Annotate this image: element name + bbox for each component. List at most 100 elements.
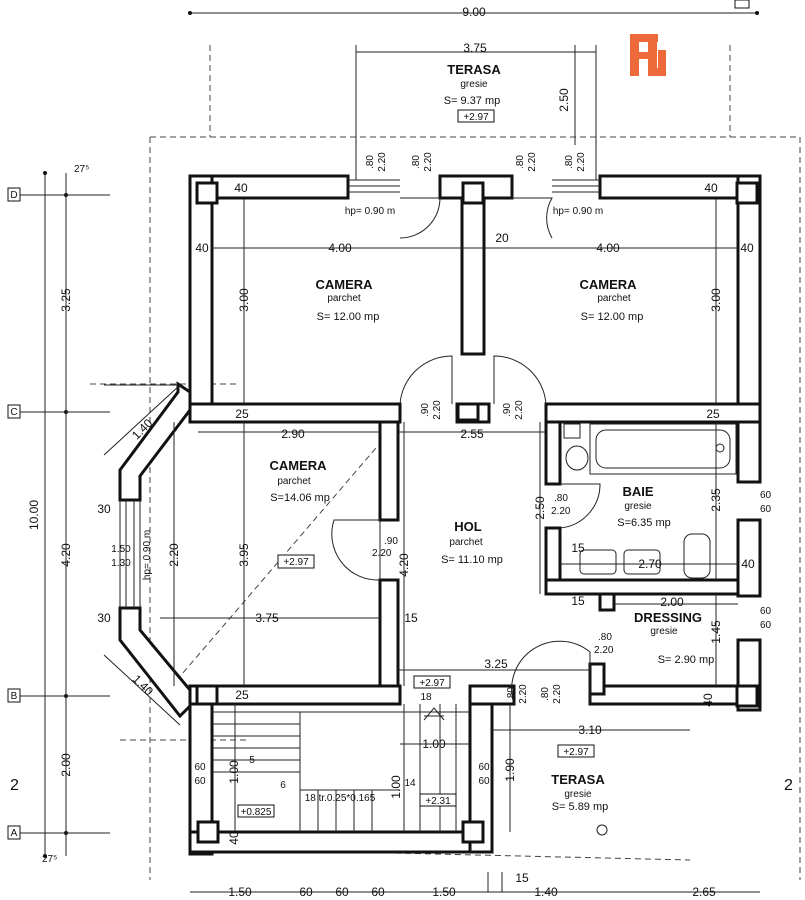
- sill-right: hp= 0.90 m: [553, 206, 603, 217]
- baie-floor: gresie: [624, 501, 652, 512]
- camera-left-width: 4.00: [328, 241, 352, 255]
- terrace-depth-dim: 2.50: [557, 88, 571, 112]
- baie-depth-dim: 2.35: [709, 488, 723, 512]
- door-labels: .90 2.20 .90 2.20 .90 2.20 .80 2.20 .80 …: [372, 400, 614, 704]
- door-80-terasa: .80: [506, 687, 517, 701]
- wall-20: 20: [495, 231, 509, 245]
- stair-level-0825: +0.825: [241, 807, 272, 818]
- hol-lower-dim: 3.25: [484, 657, 508, 671]
- bay-depth-dim: 3.95: [237, 543, 251, 567]
- terrace-width-dim: 3.75: [463, 41, 487, 55]
- door-220-bay: 2.20: [372, 548, 392, 559]
- terrace-top-area: S= 9.37 mp: [444, 95, 501, 107]
- win-80-c: .80: [515, 155, 526, 169]
- total-width-label: 9.00: [462, 5, 486, 19]
- bay-30-bottom: 30: [97, 611, 111, 625]
- wall-40-e: 40: [741, 557, 755, 571]
- door-220-baie: 2.20: [551, 506, 571, 517]
- room-labels: CAMERA parchet S= 12.00 mp CAMERA parche…: [269, 277, 715, 836]
- wall-40-a: 40: [234, 181, 248, 195]
- win-80-a: .80: [365, 155, 376, 169]
- bottom-dim-1: 60: [299, 885, 313, 899]
- win-220-a: 2.20: [377, 152, 388, 172]
- baie-name: BAIE: [622, 484, 653, 499]
- win-220-b: 2.20: [423, 152, 434, 172]
- right-60-d: 60: [760, 620, 772, 631]
- stair-tread-14: 14: [404, 778, 416, 789]
- axis-a-label: A: [11, 828, 18, 839]
- left-axis: 10.00 3.25 4.20 2.00 27⁵ 27⁵ D C B A 2 2: [7, 164, 793, 865]
- terasa-b-depth-dim: 1.90: [503, 758, 517, 782]
- door-220-terasa-b: 2.20: [552, 684, 563, 704]
- win-80-d: .80: [564, 155, 575, 169]
- walls: [188, 174, 762, 856]
- brand-logo: [630, 34, 666, 76]
- camera-right-area: S= 12.00 mp: [581, 311, 644, 323]
- door-90-bay: .90: [384, 536, 398, 547]
- top-terrace: 3.75 2.50 TERASA gresie S= 9.37 mp +2.97: [355, 41, 597, 180]
- section-mark-left: 2: [10, 777, 19, 794]
- wall-15-hol: 15: [404, 611, 418, 625]
- axis-d-label: D: [10, 190, 17, 201]
- terrace-top-floor: gresie: [460, 79, 488, 90]
- top-windows: hp= 0.90 m hp= 0.90 m .80 2.20 .80 2.20 …: [345, 152, 603, 217]
- terasa-bottom-floor: gresie: [564, 789, 592, 800]
- bottom-dim-7: 2.65: [692, 885, 716, 899]
- camera-right-width: 4.00: [596, 241, 620, 255]
- dressing-depth-dim: 1.45: [709, 620, 723, 644]
- door-220-a: 2.20: [432, 400, 443, 420]
- bottom-dim-6: 1.40: [534, 885, 558, 899]
- bottom-dim-0: 1.50: [228, 885, 252, 899]
- bay-30-top: 30: [97, 502, 111, 516]
- door-220-terasa: 2.20: [518, 684, 529, 704]
- terrace-top-name: TERASA: [447, 62, 501, 77]
- wall-25-a: 25: [235, 407, 249, 421]
- camera-bay-area: S=14.06 mp: [270, 492, 330, 504]
- bay-height-dim: 2.20: [167, 543, 181, 567]
- door-80-baie: .80: [554, 493, 568, 504]
- stair-level-top: +2.97: [419, 678, 445, 689]
- stair-60-d: 60: [478, 776, 490, 787]
- terasa-bottom-area: S= 5.89 mp: [552, 801, 609, 813]
- wall-40-b: 40: [195, 241, 209, 255]
- wall-40-d: 40: [740, 241, 754, 255]
- dressing-name: DRESSING: [634, 610, 702, 625]
- camera-left-name: CAMERA: [315, 277, 373, 292]
- axis-ab-dim: 2.00: [59, 753, 73, 777]
- right-60-a: 60: [760, 490, 772, 501]
- sill-left: hp= 0.90 m: [345, 206, 395, 217]
- bay-window: 1.40 1.40 hp= 0.90 m 1.50 1.30 30 30: [97, 381, 192, 726]
- wall-15-baie: 15: [571, 541, 585, 555]
- wall-25-b: 25: [706, 407, 720, 421]
- terasa-b-width-dim: 3.10: [578, 723, 602, 737]
- stair-height-dim: 1.00: [389, 775, 403, 799]
- axis-c-label: C: [10, 407, 17, 418]
- camera-left-depth: 3.00: [237, 288, 251, 312]
- right-60-b: 60: [760, 504, 772, 515]
- door-80-terasa-b: .80: [540, 687, 551, 701]
- win-80-b: .80: [411, 155, 422, 169]
- dimension-labels: 4.00 4.00 3.00 3.00 40 40 40 40 20 25 25…: [167, 181, 772, 845]
- camera-left-area: S= 12.00 mp: [317, 311, 380, 323]
- bathroom-fixtures: [563, 423, 737, 579]
- wall-15-dress: 15: [571, 594, 585, 608]
- hol-floor: parchet: [449, 537, 483, 548]
- terasa-bottom-name: TERASA: [551, 772, 605, 787]
- wall-40-c: 40: [704, 181, 718, 195]
- stair-tread-6: 6: [280, 780, 286, 791]
- hol-area: S= 11.10 mp: [441, 554, 503, 566]
- bay-win-b: 1.30: [111, 558, 131, 569]
- camera-right-depth: 3.00: [709, 288, 723, 312]
- hol-name: HOL: [454, 519, 482, 534]
- bottom-dim-4: 1.50: [432, 885, 456, 899]
- camera-bay-level: +2.97: [283, 557, 309, 568]
- interior-dims: [160, 198, 738, 832]
- stair-60-b: 60: [194, 776, 206, 787]
- hol-depth-dim: 4.20: [397, 553, 411, 577]
- dressing-area: S= 2.90 mp: [658, 654, 715, 666]
- stair-label: 18 tr.0.25*0.165: [305, 793, 376, 804]
- win-220-c: 2.20: [527, 152, 538, 172]
- axis-b-label: B: [11, 691, 18, 702]
- door-220-b: 2.20: [514, 400, 525, 420]
- door-220-dress: 2.20: [594, 645, 614, 656]
